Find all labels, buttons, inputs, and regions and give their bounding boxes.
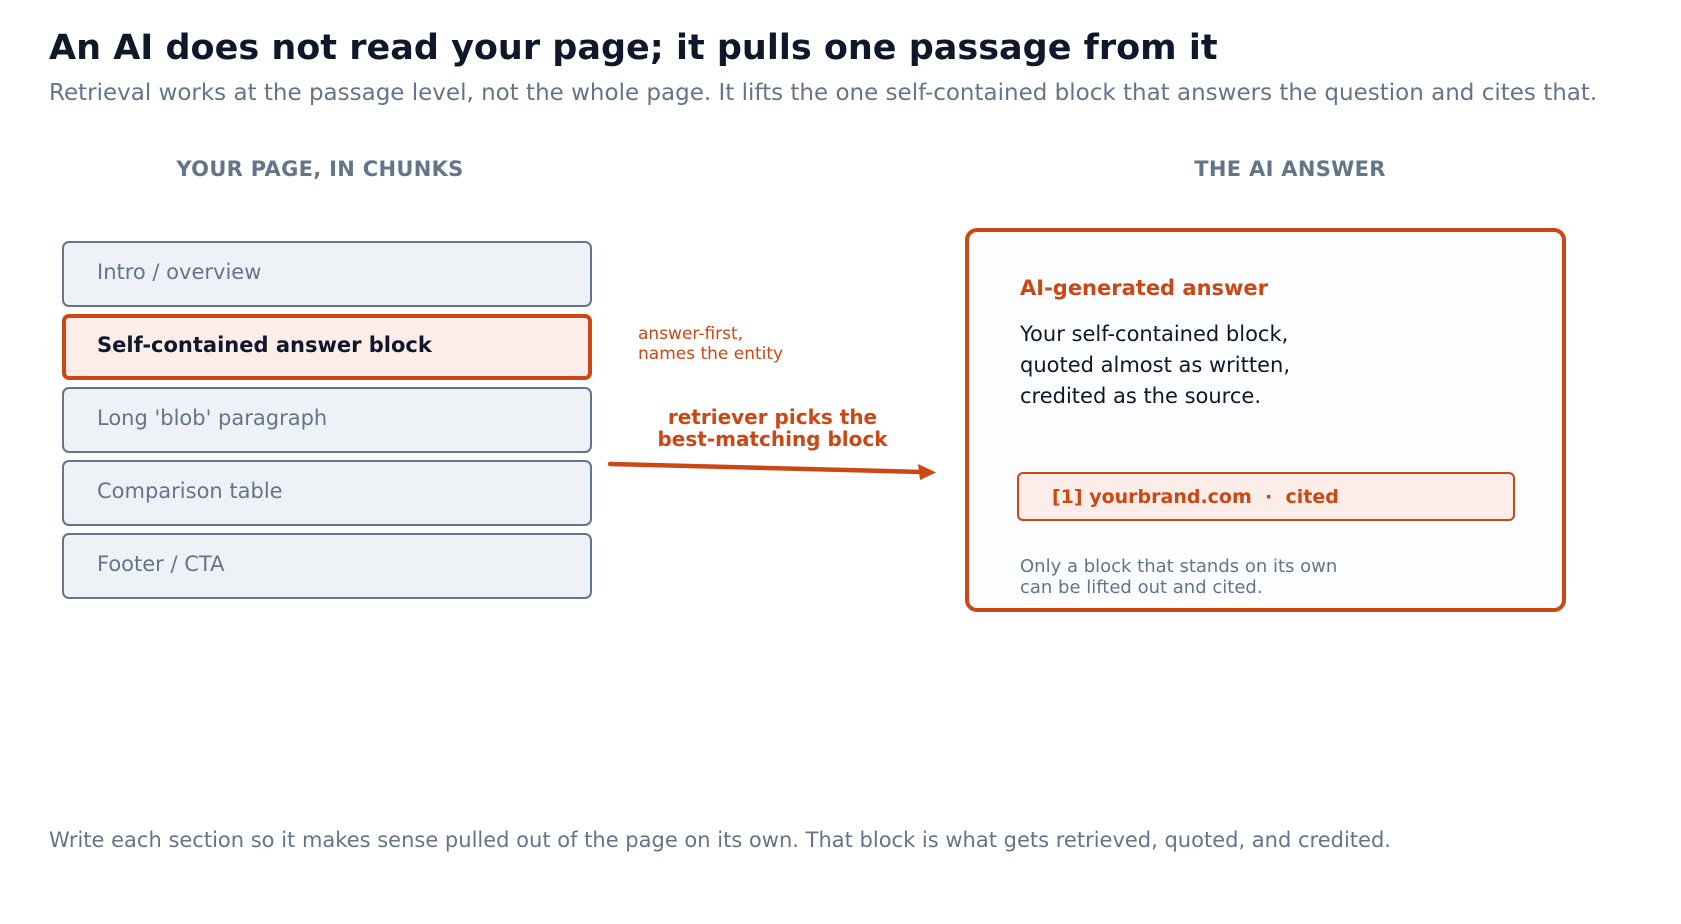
answer-note-line: can be lifted out and cited. [1020,577,1263,598]
chunk-label: Footer / CTA [97,552,225,576]
right-column-heading: THE AI ANSWER [1194,157,1386,181]
chunk-label: Self-contained answer block [97,333,432,357]
citation-text: [1] yourbrand.com · cited [1052,485,1339,508]
answer-block-annotation: answer-first, names the entity [638,324,783,364]
left-column-heading: YOUR PAGE, IN CHUNKS [176,157,464,181]
page-title: An AI does not read your page; it pulls … [49,28,1218,68]
answer-note-line: Only a block that stands on its own [1020,556,1338,577]
chunk-intro: Intro / overview [62,241,592,307]
annotation-line: answer-first, [638,324,744,344]
answer-body-line: Your self-contained block, [1020,322,1289,346]
answer-card-body: Your self-contained block, quoted almost… [1020,319,1290,412]
chunk-label: Comparison table [97,479,283,503]
chunk-label: Intro / overview [97,260,262,284]
answer-card-note: Only a block that stands on its own can … [1020,556,1337,598]
chunk-answer-block: Self-contained answer block [62,314,592,380]
ai-answer-card: AI-generated answer Your self-contained … [965,228,1566,612]
chunk-label: Long 'blob' paragraph [97,406,328,430]
page-subtitle: Retrieval works at the passage level, no… [49,80,1598,106]
arrow-shaft [607,461,925,475]
arrow-label-line: retriever picks the [667,405,878,429]
footer-caption: Write each section so it makes sense pul… [49,828,1391,852]
citation-badge: [1] yourbrand.com · cited [1017,472,1515,521]
answer-card-heading: AI-generated answer [1020,276,1269,300]
answer-body-line: credited as the source. [1020,384,1261,408]
annotation-line: names the entity [638,344,784,364]
chunk-comparison-table: Comparison table [62,460,592,526]
answer-body-line: quoted almost as written, [1020,353,1291,377]
retrieval-arrow-icon [607,461,936,480]
arrow-label-line: best-matching block [657,427,888,451]
arrow-head [918,464,936,480]
arrow-label: retriever picks the best-matching block [620,406,925,450]
chunk-footer-cta: Footer / CTA [62,533,592,599]
page-chunks-list: Intro / overview Self-contained answer b… [62,241,592,606]
chunk-blob-paragraph: Long 'blob' paragraph [62,387,592,453]
